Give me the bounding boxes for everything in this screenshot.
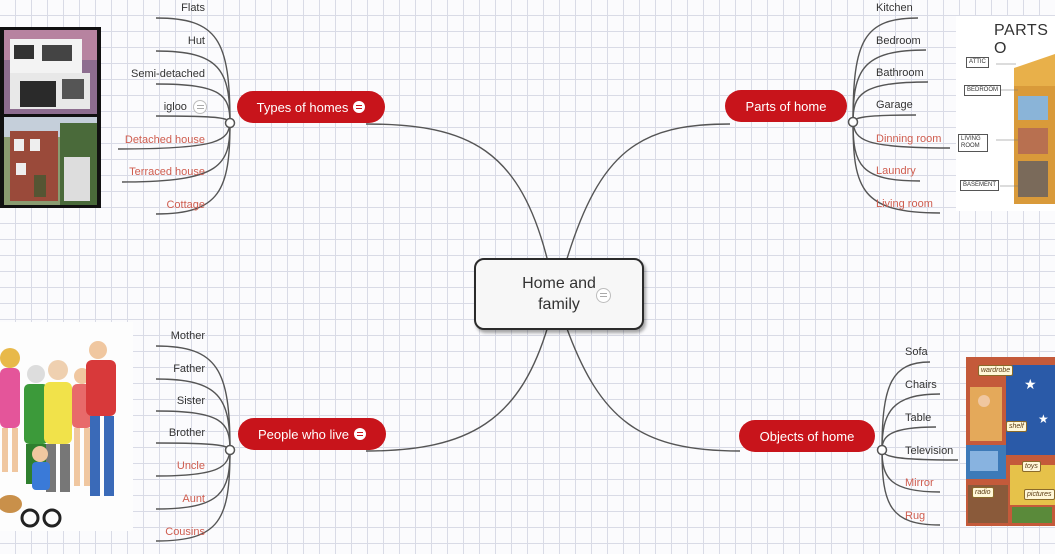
subtopic-chairs[interactable]: Chairs xyxy=(905,379,937,391)
attic-label: ATTIC xyxy=(966,57,989,68)
subtopic-sofa[interactable]: Sofa xyxy=(905,346,928,358)
bedroom-label: BEDROOM xyxy=(964,85,1002,96)
subtopic-father[interactable]: Father xyxy=(173,363,205,375)
subtopic-dinning-room[interactable]: Dinning room xyxy=(876,133,942,145)
central-topic-line-2: family xyxy=(538,296,580,313)
subtopic-label: igloo xyxy=(163,100,187,113)
svg-text:★: ★ xyxy=(1038,412,1049,426)
subtopic-uncle[interactable]: Uncle xyxy=(176,460,205,472)
wardrobe-label: wardrobe xyxy=(978,365,1014,376)
subtopic-mirror[interactable]: Mirror xyxy=(905,477,934,489)
subtopic-igloo[interactable]: igloo xyxy=(164,100,207,114)
parts-of-house-image: PARTS O ATTIC BEDROOM LIVING ROOM BASEME… xyxy=(956,16,1055,211)
pictures-label: pictures xyxy=(1024,489,1055,500)
toys-label: toys xyxy=(1022,461,1041,472)
topic-objects-of-home[interactable]: Objects of home xyxy=(739,420,875,452)
living-room-label: LIVING ROOM xyxy=(958,134,988,152)
subtopic-aunt[interactable]: Aunt xyxy=(182,493,205,505)
subtopic-table[interactable]: Table xyxy=(905,412,932,424)
topic-parts-of-home[interactable]: Parts of home xyxy=(725,90,847,122)
basement-label: BASEMENT xyxy=(960,180,1000,191)
note-icon[interactable] xyxy=(596,288,611,303)
subtopic-kitchen[interactable]: Kitchen xyxy=(876,2,913,14)
subtopic-flats[interactable]: Flats xyxy=(181,2,205,14)
subtopic-bathroom[interactable]: Bathroom xyxy=(876,67,924,79)
parts-image-title: PARTS O xyxy=(994,22,1049,57)
topic-label: People who live xyxy=(257,426,350,442)
subtopic-detached-house[interactable]: Detached house xyxy=(124,134,205,146)
subtopic-hut[interactable]: Hut xyxy=(187,35,205,47)
note-icon[interactable] xyxy=(354,428,367,440)
subtopic-garage[interactable]: Garage xyxy=(876,99,913,111)
note-icon[interactable] xyxy=(193,100,207,114)
houses-image xyxy=(0,27,101,208)
topic-label: Objects of home xyxy=(759,428,855,444)
subtopic-rug[interactable]: Rug xyxy=(905,510,926,522)
subtopic-cottage[interactable]: Cottage xyxy=(166,199,205,211)
topic-types-of-homes[interactable]: Types of homes xyxy=(237,91,385,123)
note-icon[interactable] xyxy=(353,101,366,113)
subtopic-cousins[interactable]: Cousins xyxy=(165,526,205,538)
central-topic-line-1: Home and xyxy=(522,275,596,292)
subtopic-mother[interactable]: Mother xyxy=(170,330,205,342)
subtopic-laundry[interactable]: Laundry xyxy=(876,165,916,177)
subtopic-living-room[interactable]: Living room xyxy=(876,198,933,210)
subtopic-sister[interactable]: Sister xyxy=(176,395,205,407)
objects-image: ★ ★ wardrobe shelf toys radio pictures xyxy=(966,357,1055,526)
central-topic[interactable]: Home and family xyxy=(474,258,644,330)
radio-label: radio xyxy=(972,487,994,498)
subtopic-bedroom[interactable]: Bedroom xyxy=(876,35,921,47)
subtopic-terraced-house[interactable]: Terraced house xyxy=(129,166,205,178)
family-image xyxy=(0,322,133,531)
shelf-label: shelf xyxy=(1006,421,1027,432)
subtopic-television[interactable]: Television xyxy=(905,445,954,457)
topic-label: Parts of home xyxy=(745,98,827,114)
subtopic-brother[interactable]: Brother xyxy=(168,427,205,439)
topic-label: Types of homes xyxy=(256,99,349,115)
subtopic-semi-detached[interactable]: Semi-detached xyxy=(131,68,205,80)
svg-text:★: ★ xyxy=(1024,376,1037,392)
topic-people-who-live[interactable]: People who live xyxy=(238,418,386,450)
